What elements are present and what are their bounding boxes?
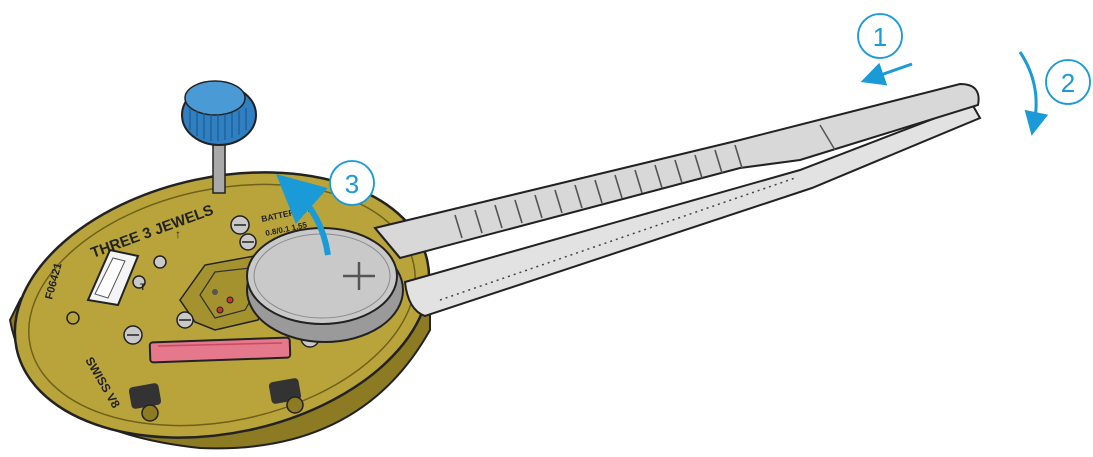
step-3-number: 3	[345, 169, 359, 199]
plate-mark-text: ↑	[175, 227, 181, 241]
step-2-number: 2	[1061, 68, 1075, 98]
crown	[181, 80, 257, 194]
arrow-rotate-down-icon	[1018, 51, 1049, 136]
arrow-left-icon	[860, 62, 913, 86]
battery: BATTERY 37 0.8/0.1 1.55	[246, 204, 404, 343]
step-1-number: 1	[873, 22, 887, 52]
step-3-indicator: 3	[276, 160, 375, 256]
arrow-lift-up-icon	[276, 174, 331, 256]
step-2-indicator: 2	[1018, 51, 1091, 136]
step-1-indicator: 1	[857, 13, 913, 86]
plate-t-text: T	[140, 282, 146, 292]
plate-logo	[66, 311, 80, 325]
grip-ridges	[454, 144, 743, 239]
ruby-slot	[148, 336, 292, 364]
tweezers	[373, 82, 982, 318]
plus-icon	[343, 262, 375, 290]
